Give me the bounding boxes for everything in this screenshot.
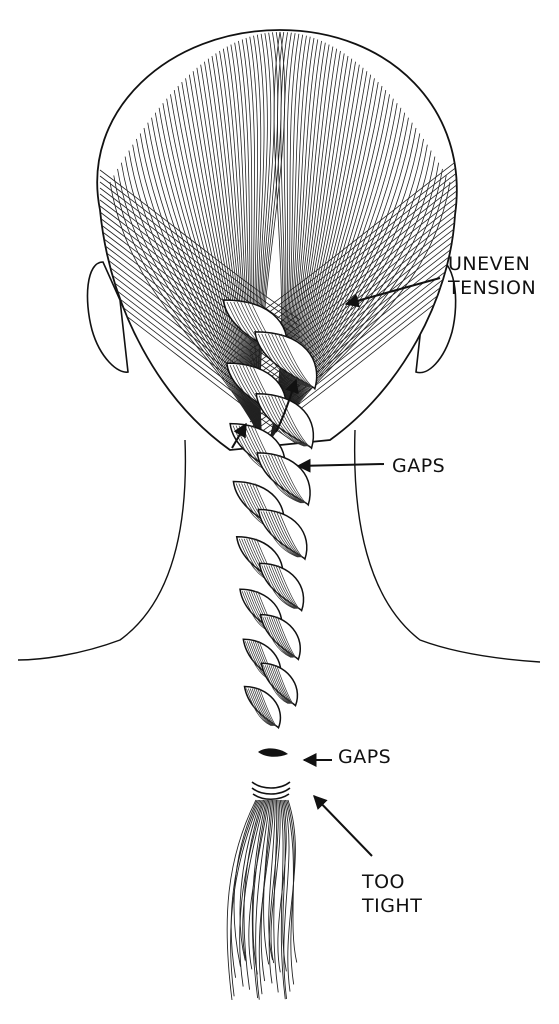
hair-tie	[251, 781, 291, 801]
ear-right	[415, 257, 457, 374]
braid-section	[255, 392, 315, 450]
label-too-tight: TOO TIGHT	[362, 870, 422, 918]
label-too-tight-line1: TOO	[362, 871, 406, 893]
label-uneven-line2: TENSION	[448, 277, 537, 299]
braid-section	[243, 685, 281, 730]
label-too-tight-line2: TIGHT	[362, 895, 423, 917]
braid	[222, 299, 318, 730]
label-gaps-upper: GAPS	[392, 455, 446, 477]
braid-section	[258, 562, 305, 613]
arrow-gaps-upper	[296, 458, 385, 473]
annotation-arrows	[231, 277, 441, 857]
ear-left	[86, 261, 129, 373]
arrow-uneven-tension	[344, 277, 441, 308]
braid-tail	[226, 799, 298, 1001]
label-uneven-line1: UNEVEN	[448, 253, 531, 275]
braid-section	[259, 613, 301, 661]
arrow-strand-up-left	[231, 422, 247, 449]
braid-section	[257, 508, 308, 561]
gap-mark-lower	[258, 748, 288, 757]
arrow-too-tight	[313, 794, 373, 857]
braid-section	[260, 662, 298, 708]
arrow-strand-up-right	[275, 378, 299, 433]
label-gaps-lower: GAPS	[338, 746, 392, 768]
label-uneven-tension: UNEVEN TENSION	[448, 252, 536, 300]
neck-outline	[17, 429, 541, 663]
braid-section	[254, 331, 318, 391]
